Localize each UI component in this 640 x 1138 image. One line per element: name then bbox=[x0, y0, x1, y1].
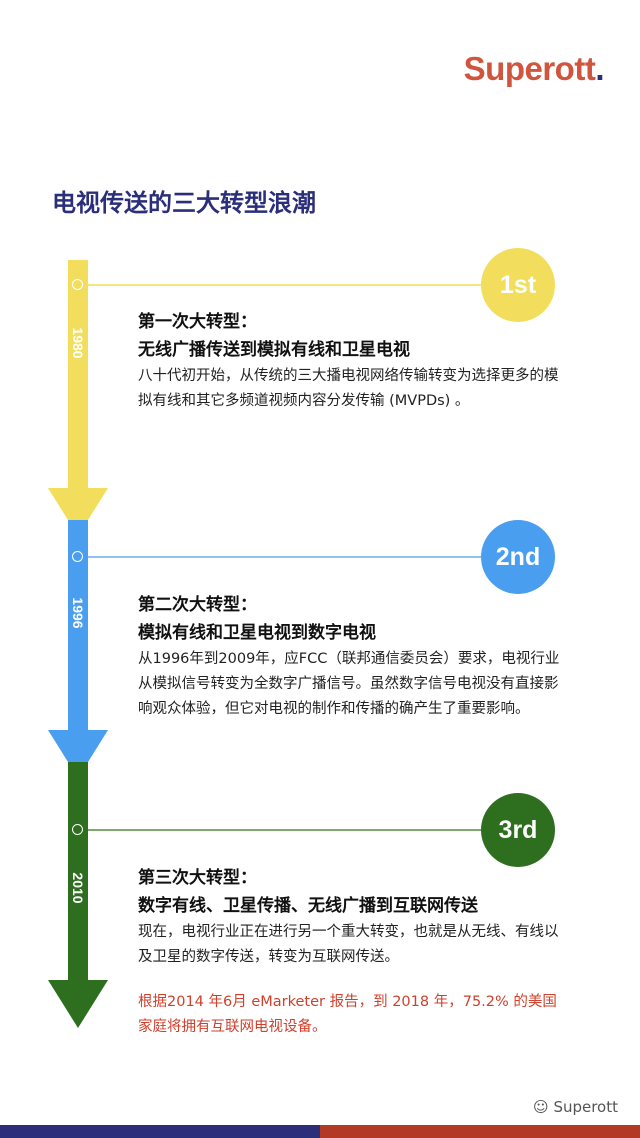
stage-section-3: 第三次大转型： 数字有线、卫星传播、无线广播到互联网传送 现在，电视行业正在进行… bbox=[138, 864, 568, 1040]
footer-bar-navy bbox=[0, 1125, 320, 1138]
stage-badge: 1st bbox=[481, 248, 555, 322]
timeline-bar-1980 bbox=[68, 260, 88, 490]
ring-marker-icon bbox=[72, 824, 83, 835]
superott-logo: Superott. bbox=[463, 50, 605, 87]
stage-body: 八十代初开始，从传统的三大播电视网络传输转变为选择更多的模拟有线和其它多频道视频… bbox=[138, 368, 559, 409]
ring-marker-icon bbox=[72, 551, 83, 562]
stage-heading: 第一次大转型： bbox=[138, 312, 257, 332]
timeline-connector bbox=[88, 829, 488, 831]
ring-marker-icon bbox=[72, 279, 83, 290]
timeline-bar-1996 bbox=[68, 520, 88, 732]
stage-badge: 2nd bbox=[481, 520, 555, 594]
stage-subheading: 无线广播传送到模拟有线和卫星电视 bbox=[138, 340, 410, 360]
stage-subheading: 数字有线、卫星传播、无线广播到互联网传送 bbox=[138, 896, 478, 916]
footer-bar-red bbox=[320, 1125, 640, 1138]
stage-section-1: 第一次大转型： 无线广播传送到模拟有线和卫星电视 八十代初开始，从传统的三大播电… bbox=[138, 308, 568, 414]
year-label: 1980 bbox=[70, 327, 86, 359]
timeline-connector bbox=[88, 284, 488, 286]
year-label: 2010 bbox=[70, 872, 86, 904]
stage-heading: 第二次大转型： bbox=[138, 595, 257, 615]
wechat-icon: ☺ bbox=[533, 1098, 554, 1116]
stage-body: 从1996年到2009年，应FCC（联邦通信委员会）要求，电视行业从模拟信号转变… bbox=[138, 651, 560, 717]
timeline-connector bbox=[88, 556, 488, 558]
stage-subheading: 模拟有线和卫星电视到数字电视 bbox=[138, 623, 376, 643]
year-label: 1996 bbox=[70, 597, 86, 629]
stage-body: 现在，电视行业正在进行另一个重大转变，也就是从无线、有线以及卫星的数字传送，转变… bbox=[138, 924, 559, 965]
timeline-bar-2010 bbox=[68, 762, 88, 982]
arrow-down-icon bbox=[48, 980, 108, 1028]
page-title: 电视传送的三大转型浪潮 bbox=[52, 189, 316, 217]
wechat-watermark: ☺ Superott bbox=[533, 1098, 618, 1116]
stage-section-2: 第二次大转型： 模拟有线和卫星电视到数字电视 从1996年到2009年，应FCC… bbox=[138, 591, 568, 722]
stage-heading: 第三次大转型： bbox=[138, 868, 257, 888]
emarketer-note: 根据2014 年6月 eMarketer 报告，到 2018 年，75.2% 的… bbox=[138, 994, 557, 1035]
stage-badge: 3rd bbox=[481, 793, 555, 867]
